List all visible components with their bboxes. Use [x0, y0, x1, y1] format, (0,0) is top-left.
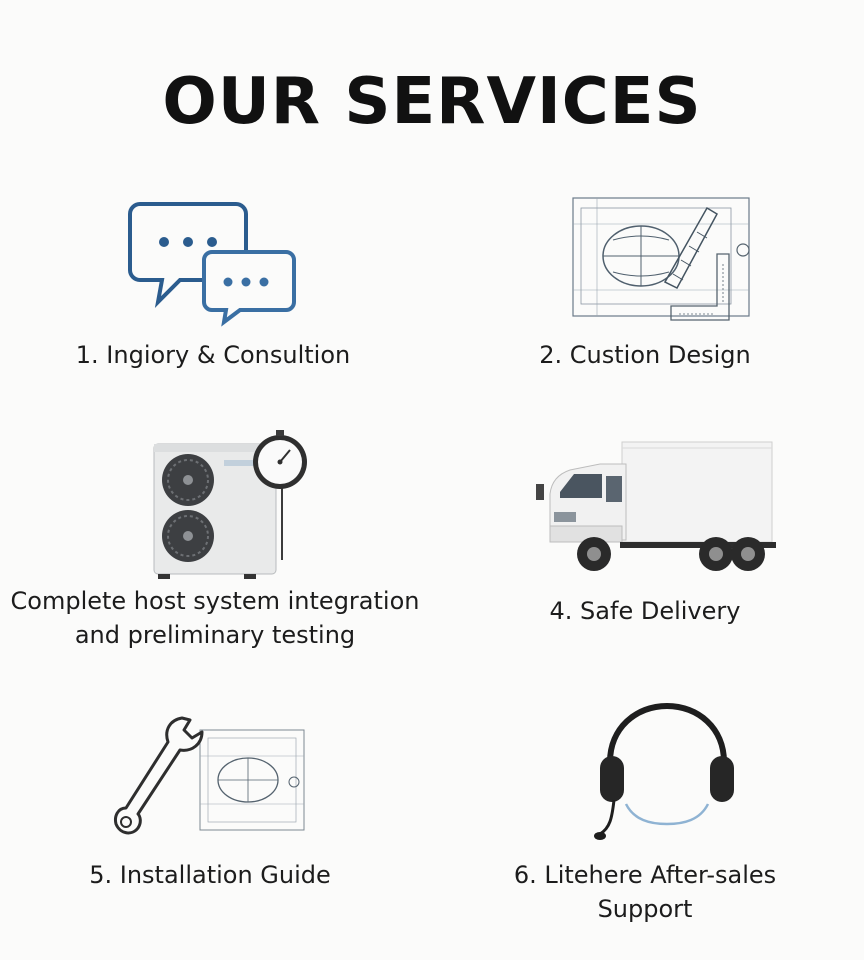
- headset-icon: [594, 702, 734, 840]
- service-card-support: 6. Litehere After-sales Support: [432, 700, 864, 930]
- service-caption-line: Support: [597, 895, 693, 923]
- service-caption: 5. Installation Guide: [0, 858, 426, 892]
- service-caption: 4. Safe Delivery: [429, 594, 861, 628]
- service-caption-line: 6. Litehere After-sales: [513, 861, 777, 889]
- service-caption-line: 2. Custion Design: [539, 341, 751, 369]
- service-caption-line: Complete host system integration: [10, 587, 420, 615]
- service-caption: 2. Custion Design: [429, 338, 861, 372]
- service-caption: 1. Ingiory & Consultion: [0, 338, 429, 372]
- service-caption-line: 5. Installation Guide: [89, 861, 331, 889]
- service-card-design: 2. Custion Design: [432, 190, 864, 390]
- wrench-blueprint-icon: [114, 716, 305, 835]
- blueprint-drawing-icon: [572, 197, 750, 321]
- service-caption-line: 4. Safe Delivery: [549, 597, 741, 625]
- service-caption: Complete host system integration and pre…: [0, 584, 431, 652]
- service-caption-line: and preliminary testing: [74, 621, 356, 649]
- service-caption-line: 1. Ingiory & Consultion: [75, 341, 351, 369]
- service-card-delivery: 4. Safe Delivery: [432, 428, 864, 658]
- chat-bubbles-icon: [128, 202, 296, 327]
- page-title: OUR SERVICES: [162, 65, 702, 139]
- delivery-truck-icon: [536, 441, 776, 571]
- service-caption: 6. Litehere After-sales Support: [429, 858, 861, 926]
- service-card-installation: 5. Installation Guide: [0, 712, 432, 912]
- service-card-inquiry: 1. Ingiory & Consultion: [0, 190, 432, 390]
- heat-pump-gauge-icon: [153, 430, 307, 579]
- service-card-integration: Complete host system integration and pre…: [0, 428, 432, 658]
